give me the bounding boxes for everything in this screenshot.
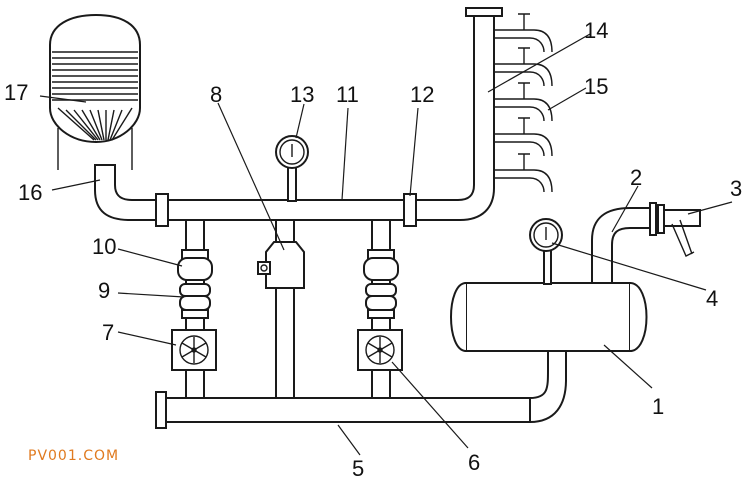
- inlet-pipe: [591, 202, 701, 284]
- label-2: 2: [630, 165, 642, 190]
- pressure-vessel: [49, 13, 141, 170]
- bottom-pipe: [155, 344, 567, 429]
- main-header-pipe: [94, 7, 503, 221]
- label-17: 17: [4, 80, 28, 105]
- watermark: PV001.COM: [28, 448, 119, 464]
- label-5: 5: [352, 456, 364, 481]
- expansion-joint-upper: [177, 249, 213, 281]
- label-9: 9: [98, 278, 110, 303]
- part-labels: 1 2 3 4 5 6 7 8 9 10 11 12 13 14 15 16 1…: [4, 18, 742, 481]
- label-4: 4: [706, 286, 718, 311]
- label-1: 1: [652, 394, 664, 419]
- pressure-gauge-header: [275, 135, 309, 202]
- expansion-joint-right-lower: [365, 283, 397, 319]
- label-10: 10: [92, 234, 116, 259]
- expansion-joint-right-upper: [363, 249, 399, 281]
- label-11: 11: [336, 82, 359, 107]
- label-12: 12: [410, 82, 434, 107]
- label-7: 7: [102, 320, 114, 345]
- horizontal-tank: [450, 282, 648, 352]
- pump-right: [357, 329, 403, 371]
- label-16: 16: [18, 180, 42, 205]
- expansion-joint-lower: [179, 283, 211, 319]
- label-15: 15: [584, 74, 608, 99]
- pressure-gauge-tank: [529, 218, 563, 285]
- pump-left: [171, 329, 217, 371]
- flange-right: [403, 193, 417, 227]
- label-13: 13: [290, 82, 314, 107]
- label-14: 14: [584, 18, 608, 43]
- label-8: 8: [210, 82, 222, 107]
- outlet-taps: [494, 13, 553, 193]
- label-3: 3: [730, 176, 742, 201]
- control-device: [257, 241, 305, 289]
- label-6: 6: [468, 450, 480, 475]
- leader-lines: [39, 33, 733, 456]
- flange-left: [155, 193, 169, 227]
